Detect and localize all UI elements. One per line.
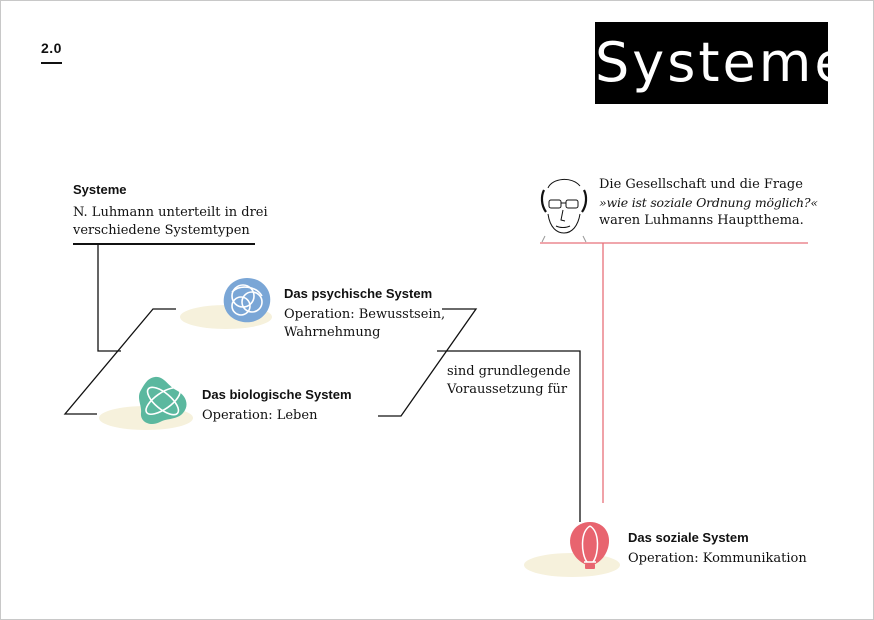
quote-line-1: Die Gesellschaft und die Frage <box>599 177 803 192</box>
connector-text-line-2: Voraussetzung für <box>447 382 568 397</box>
social-system-operation: Operation: Kommunikation <box>628 551 807 566</box>
right-bracket <box>378 308 478 417</box>
biologic-system-icon <box>138 376 187 424</box>
quote-line-2: »wie ist soziale Ordnung möglich?« <box>599 195 818 210</box>
luhmann-portrait-icon <box>540 179 588 243</box>
psychic-system-operation-2: Wahrnehmung <box>284 325 381 340</box>
connector-text-line-1: sind grundlegende <box>447 364 571 379</box>
social-shadow <box>524 553 620 577</box>
page-title: Systeme <box>595 31 828 94</box>
intro-connector <box>97 244 121 352</box>
social-system-icon <box>570 522 610 569</box>
title-box: Systeme <box>595 22 828 104</box>
psychic-system-operation-1: Operation: Bewusstsein, <box>284 307 446 322</box>
biologic-system-operation: Operation: Leben <box>202 408 318 423</box>
psychic-system-title: Das psychische System <box>284 286 433 301</box>
intro-underline <box>73 243 255 245</box>
page-number-underline <box>41 62 62 64</box>
page-number: 2.0 <box>41 40 62 56</box>
psychic-system-icon <box>223 278 271 323</box>
intro-text-line-1: N. Luhmann unterteilt in drei <box>73 205 268 220</box>
intro-heading: Systeme <box>73 182 127 197</box>
quote-line-3: waren Luhmanns Hauptthema. <box>599 213 804 228</box>
social-system-title: Das soziale System <box>628 530 749 545</box>
intro-text-line-2: verschiedene Systemtypen <box>73 223 250 238</box>
social-connector <box>437 350 581 522</box>
left-bracket <box>63 308 176 415</box>
biologic-system-title: Das biologische System <box>202 387 352 402</box>
